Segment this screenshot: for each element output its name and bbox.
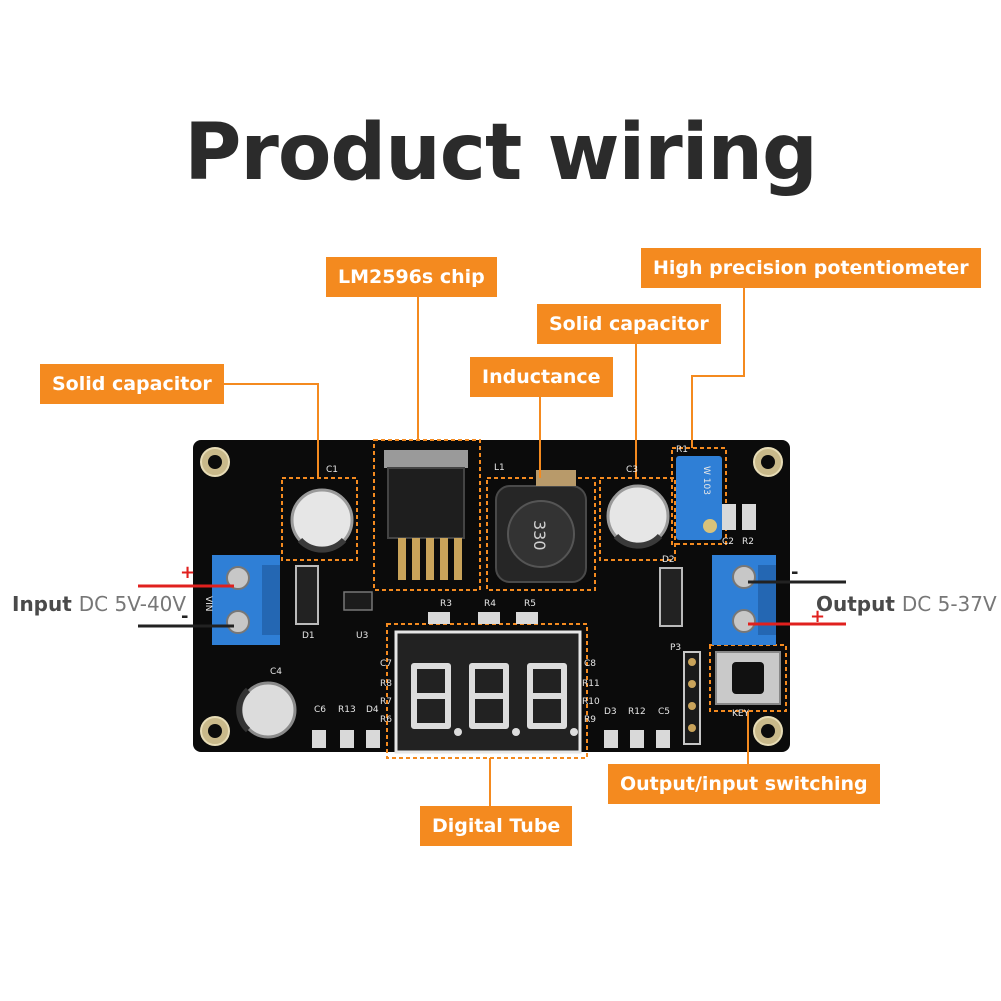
label-d1: D1 xyxy=(302,631,315,641)
input-wires xyxy=(138,584,234,628)
input-terminal xyxy=(212,555,280,645)
output-label-group: Output DC 5-37V xyxy=(816,592,997,616)
label-d4: D4 xyxy=(366,705,379,715)
label-c7: C7 xyxy=(380,659,392,669)
key-button xyxy=(715,651,781,705)
callout-solid-capacitor-left: Solid capacitor xyxy=(40,364,224,404)
label-c2: C2 xyxy=(722,537,734,547)
capacitor-c4 xyxy=(239,681,297,739)
leader-potentiometer xyxy=(691,288,745,448)
label-r6: R6 xyxy=(380,715,392,725)
inductor-l1 xyxy=(495,470,587,583)
label-inductor-code: 330 xyxy=(530,520,549,551)
label-vin: VIN xyxy=(203,596,213,612)
lm2596-chip xyxy=(384,450,468,580)
callout-inductance: Inductance xyxy=(470,357,613,397)
label-c4: C4 xyxy=(270,667,282,677)
leader-capacitor-left xyxy=(222,383,319,478)
callout-digital-tube: Digital Tube xyxy=(420,806,573,846)
label-r2: R2 xyxy=(742,537,754,547)
label-r7: R7 xyxy=(380,697,392,707)
callout-potentiometer: High precision potentiometer xyxy=(641,248,981,288)
highlight-inductor xyxy=(486,477,596,591)
label-c8: C8 xyxy=(584,659,596,669)
label-d3: D3 xyxy=(604,707,617,717)
output-label: Output xyxy=(816,592,895,616)
output-plus-sign: + xyxy=(810,606,825,627)
highlight-chip xyxy=(373,439,481,591)
diode-d2 xyxy=(659,567,683,627)
label-pot-code: W 103 xyxy=(701,466,711,495)
label-r8: R8 xyxy=(380,679,392,689)
diode-d1 xyxy=(295,565,319,625)
transistor-u3 xyxy=(343,591,373,611)
label-c5: C5 xyxy=(658,707,670,717)
input-plus-sign: + xyxy=(180,562,195,583)
label-l1: L1 xyxy=(494,463,505,473)
label-r1: R1 xyxy=(676,445,688,455)
output-spec: DC 5-37V xyxy=(901,592,997,616)
label-r3: R3 xyxy=(440,599,452,609)
label-r9: R9 xyxy=(584,715,596,725)
input-spec: DC 5V-40V xyxy=(78,592,187,616)
label-u3: U3 xyxy=(356,631,368,641)
label-r4: R4 xyxy=(484,599,496,609)
highlight-capacitor-right xyxy=(599,477,676,561)
label-c3: C3 xyxy=(626,465,638,475)
digital-tube xyxy=(394,630,582,754)
label-r13: R13 xyxy=(338,705,356,715)
label-key: KEY xyxy=(732,709,750,719)
highlight-potentiometer xyxy=(671,447,727,545)
label-p3: P3 xyxy=(670,643,681,653)
label-r11: R11 xyxy=(582,679,600,689)
label-r12: R12 xyxy=(628,707,646,717)
output-minus-sign: - xyxy=(791,562,798,583)
input-label-group: Input DC 5V-40V xyxy=(12,592,186,616)
label-c6: C6 xyxy=(314,705,326,715)
label-d2: D2 xyxy=(662,555,675,565)
label-c1: C1 xyxy=(326,465,338,475)
callout-solid-capacitor-right: Solid capacitor xyxy=(537,304,721,344)
highlight-capacitor-left xyxy=(281,477,358,561)
label-r5: R5 xyxy=(524,599,536,609)
input-minus-sign: - xyxy=(181,606,188,627)
potentiometer xyxy=(676,456,722,540)
header-p3 xyxy=(683,651,701,745)
output-terminal xyxy=(712,555,776,645)
output-wires xyxy=(748,580,846,626)
label-r10: R10 xyxy=(582,697,600,707)
callout-lm2596-chip: LM2596s chip xyxy=(326,257,497,297)
input-label: Input xyxy=(12,592,72,616)
page-title: Product wiring xyxy=(184,108,818,198)
callout-output-input-switching: Output/input switching xyxy=(608,764,880,804)
